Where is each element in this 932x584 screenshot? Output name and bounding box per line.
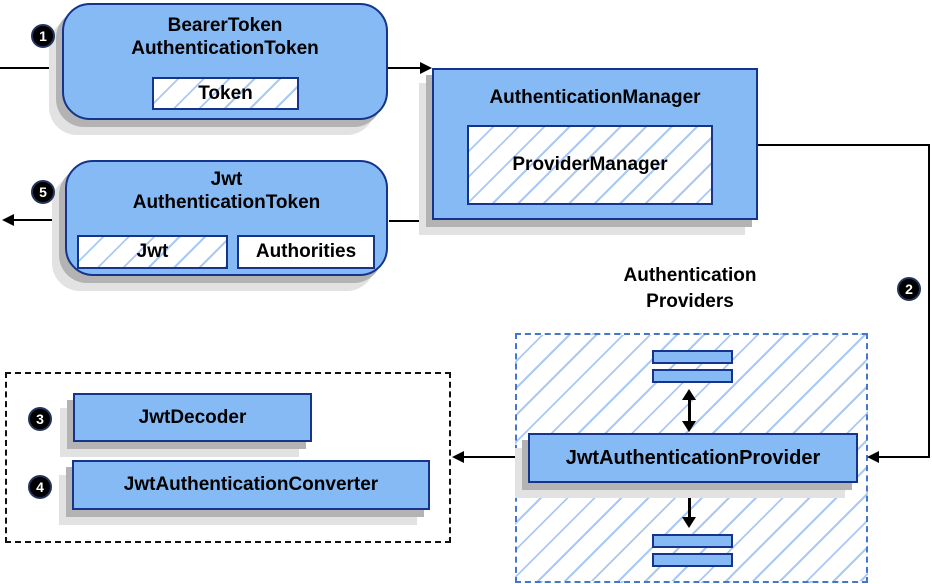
incoming-request-line bbox=[0, 67, 64, 69]
arrow-shaft bbox=[687, 400, 691, 421]
jwt-authentication-converter-label: JwtAuthenticationConverter bbox=[123, 474, 379, 495]
step-2-number: 2 bbox=[905, 281, 913, 297]
authorities-field-label: Authorities bbox=[255, 241, 357, 262]
step-4-badge: 4 bbox=[28, 475, 52, 499]
authorities-field: Authorities bbox=[237, 235, 375, 269]
step-1-number: 1 bbox=[39, 28, 47, 44]
provider-to-decoder-line bbox=[462, 456, 528, 458]
provider-list-up-double-arrow-icon bbox=[681, 389, 697, 432]
step-4-number: 4 bbox=[36, 479, 44, 495]
provider-manager-field: ProviderManager bbox=[467, 125, 713, 205]
arrow-up-tip-icon bbox=[682, 485, 696, 496]
bearer-token-node-title: BearerToken AuthenticationToken bbox=[64, 5, 386, 60]
arrow-down-tip-icon bbox=[682, 517, 696, 528]
jwt-authentication-provider-label: JwtAuthenticationProvider bbox=[565, 446, 821, 469]
provider-placeholder-bar bbox=[652, 369, 733, 383]
jwt-decoder-label: JwtDecoder bbox=[138, 406, 247, 428]
manager-to-jwt-token-line bbox=[389, 220, 434, 222]
jwt-authentication-provider-node: JwtAuthenticationProvider bbox=[528, 433, 858, 483]
step-1-badge: 1 bbox=[31, 24, 55, 48]
provider-placeholder-bar bbox=[652, 534, 733, 548]
token-field: Token bbox=[152, 77, 299, 110]
provider-placeholder-bar bbox=[652, 553, 733, 567]
authentication-providers-label: Authentication Providers bbox=[575, 263, 805, 315]
authentication-manager-title: AuthenticationManager bbox=[489, 87, 701, 108]
jwt-token-title-line1: Jwt bbox=[210, 169, 243, 190]
provider-list-down-double-arrow-icon bbox=[681, 485, 697, 528]
jwt-token-title-line2: AuthenticationToken bbox=[132, 192, 321, 213]
jwt-authentication-token-node: Jwt AuthenticationToken Jwt Authorities bbox=[65, 160, 388, 276]
manager-to-provider-top-line bbox=[758, 144, 930, 146]
jwt-field: Jwt bbox=[77, 235, 228, 269]
authentication-providers-label-line1: Authentication bbox=[623, 265, 757, 286]
arrow-down-tip-icon bbox=[682, 421, 696, 432]
arrow-up-tip-icon bbox=[682, 389, 696, 400]
authentication-manager-node: AuthenticationManager ProviderManager bbox=[432, 68, 758, 220]
step-3-number: 3 bbox=[36, 411, 44, 427]
token-field-label: Token bbox=[198, 82, 253, 104]
jwt-decoder-node: JwtDecoder bbox=[73, 393, 312, 442]
jwt-token-node-title: Jwt AuthenticationToken bbox=[67, 162, 386, 214]
manager-to-provider-bottom-line bbox=[878, 456, 930, 458]
manager-to-provider-vertical-line bbox=[928, 144, 930, 458]
manager-to-provider-arrowhead-icon bbox=[867, 451, 879, 463]
jwt-field-label: Jwt bbox=[136, 241, 169, 262]
step-5-badge: 5 bbox=[31, 180, 55, 204]
step-5-number: 5 bbox=[39, 184, 47, 200]
step-2-badge: 2 bbox=[897, 277, 921, 301]
bearer-to-manager-arrowhead-icon bbox=[420, 62, 432, 74]
outgoing-result-line bbox=[12, 219, 65, 221]
authentication-providers-label-line2: Providers bbox=[646, 291, 734, 312]
bearer-to-manager-line bbox=[388, 67, 422, 69]
bearer-token-title-line2: AuthenticationToken bbox=[131, 38, 319, 59]
provider-to-decoder-arrowhead-icon bbox=[452, 451, 464, 463]
provider-manager-label: ProviderManager bbox=[512, 154, 668, 175]
provider-placeholder-bar bbox=[652, 350, 733, 364]
bearer-token-authentication-token-node: BearerToken AuthenticationToken Token bbox=[62, 3, 388, 120]
arrow-shaft bbox=[687, 496, 691, 517]
jwt-authentication-converter-node: JwtAuthenticationConverter bbox=[72, 460, 430, 510]
outgoing-result-arrowhead-icon bbox=[2, 214, 14, 226]
decoder-converter-group-box bbox=[5, 372, 451, 543]
bearer-token-title-line1: BearerToken bbox=[167, 15, 283, 36]
step-3-badge: 3 bbox=[28, 407, 52, 431]
